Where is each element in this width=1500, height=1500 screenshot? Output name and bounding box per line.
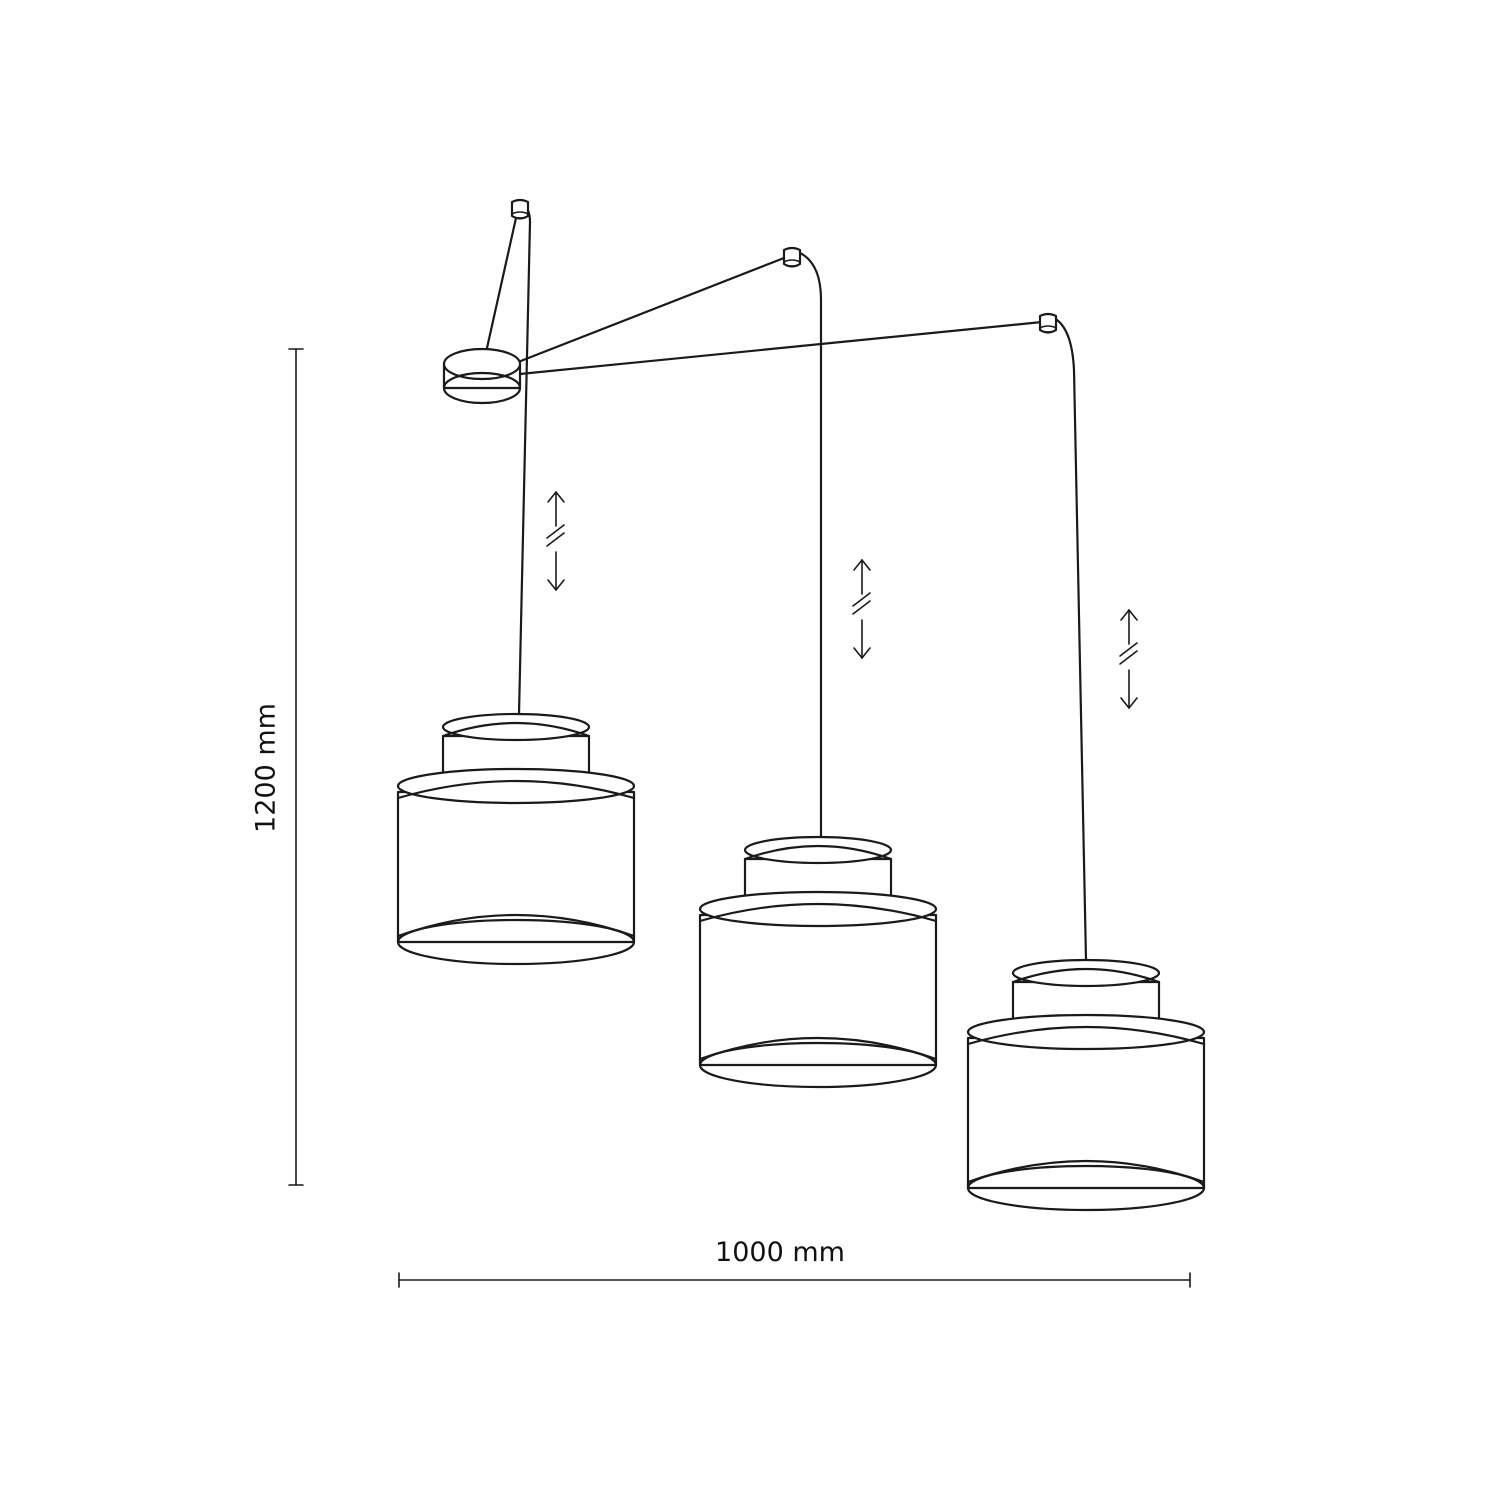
width-dimension-label: 1000 mm — [715, 1237, 845, 1268]
lamp-shade-center — [698, 835, 938, 1089]
lamp-shade-right — [966, 958, 1206, 1212]
width-dimension-line — [398, 1272, 1191, 1288]
height-dimension-line — [288, 348, 304, 1186]
ceiling-canopy — [442, 347, 522, 405]
height-dimension-label: 1200 mm — [250, 703, 282, 833]
ceiling-hook-icon — [510, 198, 530, 220]
ceiling-hook-icon — [782, 246, 802, 268]
adjustable-length-icon — [546, 491, 565, 591]
ceiling-hook-icon — [1038, 312, 1058, 334]
adjustable-length-icon — [1119, 609, 1138, 709]
cables — [483, 203, 1088, 962]
adjustable-length-icon — [852, 559, 871, 659]
lamp-shade-left — [396, 712, 636, 966]
